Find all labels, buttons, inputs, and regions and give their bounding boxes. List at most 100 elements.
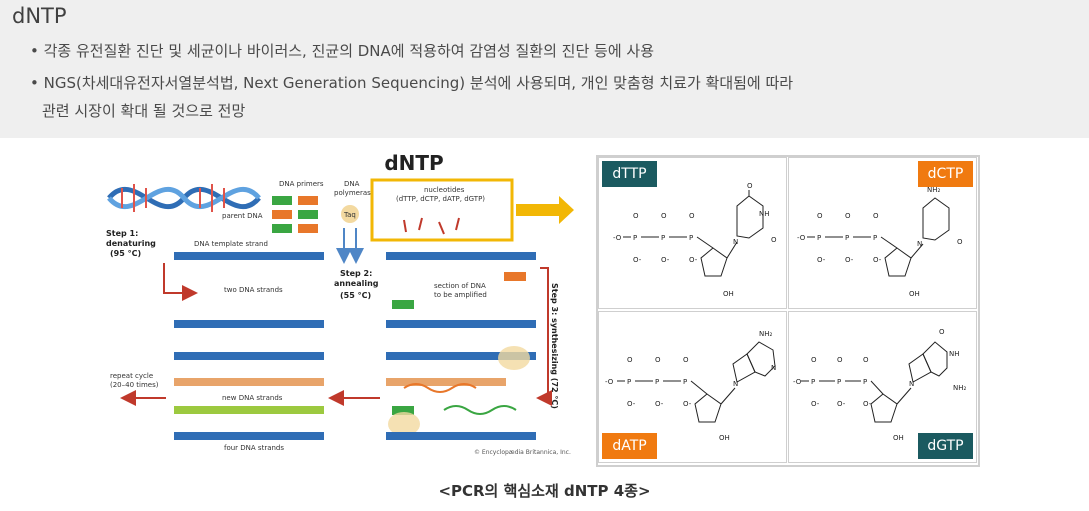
repeat-label-2: (20–40 times) bbox=[110, 381, 159, 389]
svg-text:O-: O- bbox=[845, 256, 854, 264]
taq-enzyme bbox=[341, 205, 359, 223]
svg-text:N: N bbox=[733, 380, 738, 388]
svg-text:O-: O- bbox=[627, 400, 636, 408]
left-strands: DNA template strand two DNA strands new … bbox=[174, 240, 324, 452]
svg-text:O: O bbox=[747, 182, 753, 190]
primers-label: DNA primers bbox=[279, 180, 324, 188]
svg-text:O-: O- bbox=[863, 400, 872, 408]
parent-dna-label: parent DNA bbox=[222, 212, 263, 220]
big-yellow-arrow bbox=[516, 196, 574, 224]
polymerase-label-1: DNA bbox=[344, 180, 360, 188]
svg-text:O-: O- bbox=[873, 256, 882, 264]
svg-text:O: O bbox=[655, 356, 661, 364]
svg-text:NH₂: NH₂ bbox=[927, 186, 941, 194]
svg-text:O: O bbox=[811, 356, 817, 364]
repeat-label-1: repeat cycle bbox=[110, 372, 153, 380]
svg-text:N: N bbox=[909, 380, 914, 388]
polymerase-label-2: polymerase bbox=[334, 189, 375, 197]
svg-text:NH₂: NH₂ bbox=[953, 384, 967, 392]
svg-text:O-: O- bbox=[817, 256, 826, 264]
svg-text:new DNA strands: new DNA strands bbox=[222, 394, 283, 402]
svg-text:O: O bbox=[939, 328, 945, 336]
svg-text:O-: O- bbox=[655, 400, 664, 408]
dgtp-structure: -O O P O- O P O- O P O- O NH NH₂ OH N bbox=[793, 328, 967, 442]
svg-text:O: O bbox=[873, 212, 879, 220]
svg-text:DNA template strand: DNA template strand bbox=[194, 240, 268, 248]
bullet-ngs: • NGS(차세대유전자서열분석법, Next Generation Seque… bbox=[30, 74, 794, 92]
svg-text:O: O bbox=[837, 356, 843, 364]
svg-text:OH: OH bbox=[719, 434, 730, 442]
svg-text:P: P bbox=[655, 378, 659, 386]
dgtp-cell: dGTP -O O P O- O P O- O P O- O NH NH₂ OH N bbox=[788, 311, 977, 463]
pcr-diagram: dNTP parent DNA Step 1: denaturing (95 °… bbox=[106, 151, 574, 456]
svg-text:section of DNA: section of DNA bbox=[434, 282, 486, 290]
svg-text:O-: O- bbox=[837, 400, 846, 408]
svg-text:P: P bbox=[811, 378, 815, 386]
svg-text:OH: OH bbox=[909, 290, 920, 298]
svg-text:two DNA strands: two DNA strands bbox=[224, 286, 283, 294]
dntp-structure-grid: dTTP -O O P O- O P O- O P O- O NH O N OH dCTP -O … bbox=[596, 155, 980, 467]
svg-text:-O: -O bbox=[613, 234, 622, 242]
step1-name: denaturing bbox=[106, 239, 156, 248]
pcr-title: dNTP bbox=[384, 151, 443, 175]
svg-text:OH: OH bbox=[893, 434, 904, 442]
svg-text:O-: O- bbox=[689, 256, 698, 264]
svg-text:N: N bbox=[733, 238, 738, 246]
svg-text:P: P bbox=[817, 234, 821, 242]
svg-text:O-: O- bbox=[661, 256, 670, 264]
svg-text:O: O bbox=[683, 356, 689, 364]
primer-blocks bbox=[272, 196, 318, 233]
svg-text:-O: -O bbox=[797, 234, 806, 242]
right-strands: section of DNA to be amplified bbox=[386, 252, 536, 440]
bullet-ngs-continued: 관련 시장이 확대 될 것으로 전망 bbox=[42, 102, 246, 120]
svg-text:P: P bbox=[661, 234, 665, 242]
svg-text:O: O bbox=[627, 356, 633, 364]
svg-text:O: O bbox=[689, 212, 695, 220]
step2-name: annealing bbox=[334, 279, 379, 288]
datp-tag: dATP bbox=[602, 433, 657, 459]
copyright: © Encyclopædia Britannica, Inc. bbox=[474, 449, 571, 456]
svg-text:O-: O- bbox=[683, 400, 692, 408]
svg-text:O: O bbox=[957, 238, 963, 246]
svg-text:O: O bbox=[863, 356, 869, 364]
svg-text:O: O bbox=[771, 236, 777, 244]
svg-text:P: P bbox=[683, 378, 687, 386]
nucleotides-list: (dTTP, dCTP, dATP, dGTP) bbox=[396, 195, 485, 203]
svg-text:-O: -O bbox=[793, 378, 802, 386]
dttp-tag: dTTP bbox=[602, 161, 657, 187]
svg-text:O: O bbox=[633, 212, 639, 220]
taq-label: Taq bbox=[343, 211, 356, 219]
header-panel: dNTP • 각종 유전질환 진단 및 세균이나 바이러스, 진균의 DNA에 … bbox=[0, 0, 1089, 138]
svg-text:O-: O- bbox=[811, 400, 820, 408]
svg-text:NH: NH bbox=[949, 350, 960, 358]
step2-temp: (55 °C) bbox=[340, 291, 371, 300]
svg-text:P: P bbox=[689, 234, 693, 242]
svg-text:O: O bbox=[845, 212, 851, 220]
svg-text:four DNA strands: four DNA strands bbox=[224, 444, 284, 452]
step2-label: Step 2: bbox=[340, 269, 372, 278]
svg-text:P: P bbox=[873, 234, 877, 242]
svg-text:to be amplified: to be amplified bbox=[434, 291, 487, 299]
dgtp-tag: dGTP bbox=[918, 433, 973, 459]
svg-text:-O: -O bbox=[605, 378, 614, 386]
step1-label: Step 1: bbox=[106, 229, 138, 238]
svg-text:O: O bbox=[817, 212, 823, 220]
svg-text:P: P bbox=[633, 234, 637, 242]
svg-text:P: P bbox=[863, 378, 867, 386]
svg-text:NH: NH bbox=[759, 210, 770, 218]
svg-text:P: P bbox=[845, 234, 849, 242]
svg-text:OH: OH bbox=[723, 290, 734, 298]
step3-label: Step 3: synthesizing (72 °C) bbox=[550, 283, 559, 409]
nucleotides-label: nucleotides bbox=[424, 186, 465, 194]
section-title: dNTP bbox=[12, 4, 67, 28]
svg-text:P: P bbox=[627, 378, 631, 386]
cycle-arrows bbox=[120, 263, 552, 406]
svg-text:P: P bbox=[837, 378, 841, 386]
dctp-tag: dCTP bbox=[918, 161, 973, 187]
